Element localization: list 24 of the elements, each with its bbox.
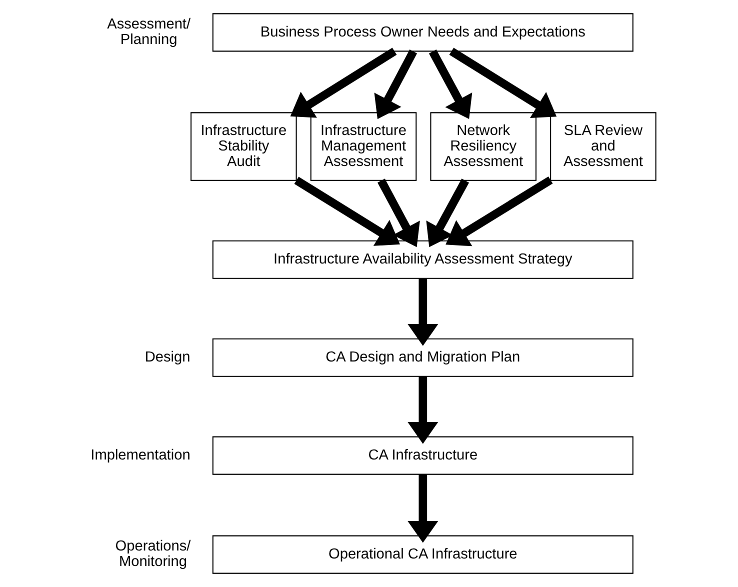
- arrow: [407, 278, 438, 346]
- node-label: Assessment/ Planning: [106, 16, 190, 48]
- arrow: [407, 474, 438, 543]
- arrow: [407, 376, 438, 444]
- arrow: [377, 178, 420, 248]
- node-label: Implementation: [90, 447, 190, 464]
- node-box: Infrastructure Availability Assessment Strategy: [212, 240, 633, 279]
- arrow: [290, 48, 396, 118]
- node-box: Infrastructure Management Assessment: [310, 112, 416, 181]
- arrow: [448, 48, 556, 118]
- arrow: [426, 178, 469, 248]
- node-box: Operational CA Infrastructure: [212, 535, 633, 574]
- arrow: [445, 176, 552, 246]
- arrow: [294, 176, 400, 246]
- arrow: [374, 50, 417, 120]
- node-box: SLA Review and Assessment: [550, 112, 656, 181]
- node-box: CA Infrastructure: [212, 436, 633, 475]
- node-box: CA Design and Migration Plan: [212, 338, 633, 377]
- node-label: Operations/ Monitoring: [114, 538, 190, 570]
- node-box: Infrastructure Stability Audit: [190, 112, 296, 181]
- arrow: [428, 50, 472, 120]
- node-box: Business Process Owner Needs and Expectations: [212, 13, 633, 52]
- node-box: Network Resiliency Assessment: [430, 112, 536, 181]
- node-label: Design: [144, 349, 190, 366]
